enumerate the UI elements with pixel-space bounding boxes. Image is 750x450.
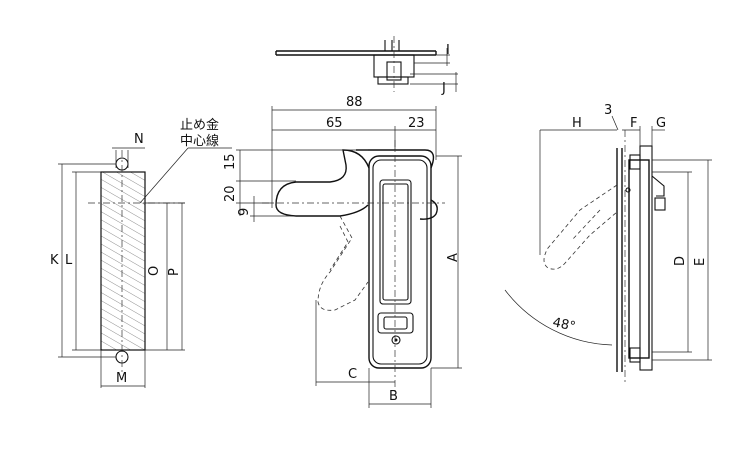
top-view: I J	[275, 36, 458, 96]
label-C: C	[348, 367, 357, 382]
label-I: I	[446, 43, 450, 58]
label-B: B	[389, 389, 398, 404]
label-L: L	[65, 253, 73, 268]
label-O: O	[147, 266, 162, 276]
front-view: 88 65 23 15 20 9 A C B	[223, 95, 462, 408]
label-K: K	[50, 253, 59, 268]
side-view: 48° H 3 F G D E	[504, 103, 712, 385]
label-88: 88	[346, 95, 363, 110]
label-H: H	[572, 116, 582, 131]
stopper-label-line1: 止め金	[180, 117, 219, 133]
label-N: N	[134, 132, 144, 147]
label-A: A	[446, 253, 461, 262]
label-65: 65	[326, 116, 343, 131]
label-20: 20	[223, 185, 238, 202]
stopper-label-line2: 中心線	[180, 133, 219, 149]
label-E: E	[693, 258, 708, 266]
label-M: M	[116, 371, 127, 386]
label-J: J	[441, 81, 446, 96]
stopper-view: K L O P N M 止め金 中心線	[50, 117, 232, 388]
label-23: 23	[408, 116, 425, 131]
label-F: F	[630, 116, 637, 131]
label-9: 9	[237, 208, 252, 216]
label-3: 3	[604, 103, 612, 118]
label-angle: 48°	[551, 315, 577, 334]
label-P: P	[167, 268, 182, 276]
label-G: G	[656, 116, 666, 131]
label-D: D	[673, 256, 688, 266]
label-15: 15	[223, 153, 238, 170]
